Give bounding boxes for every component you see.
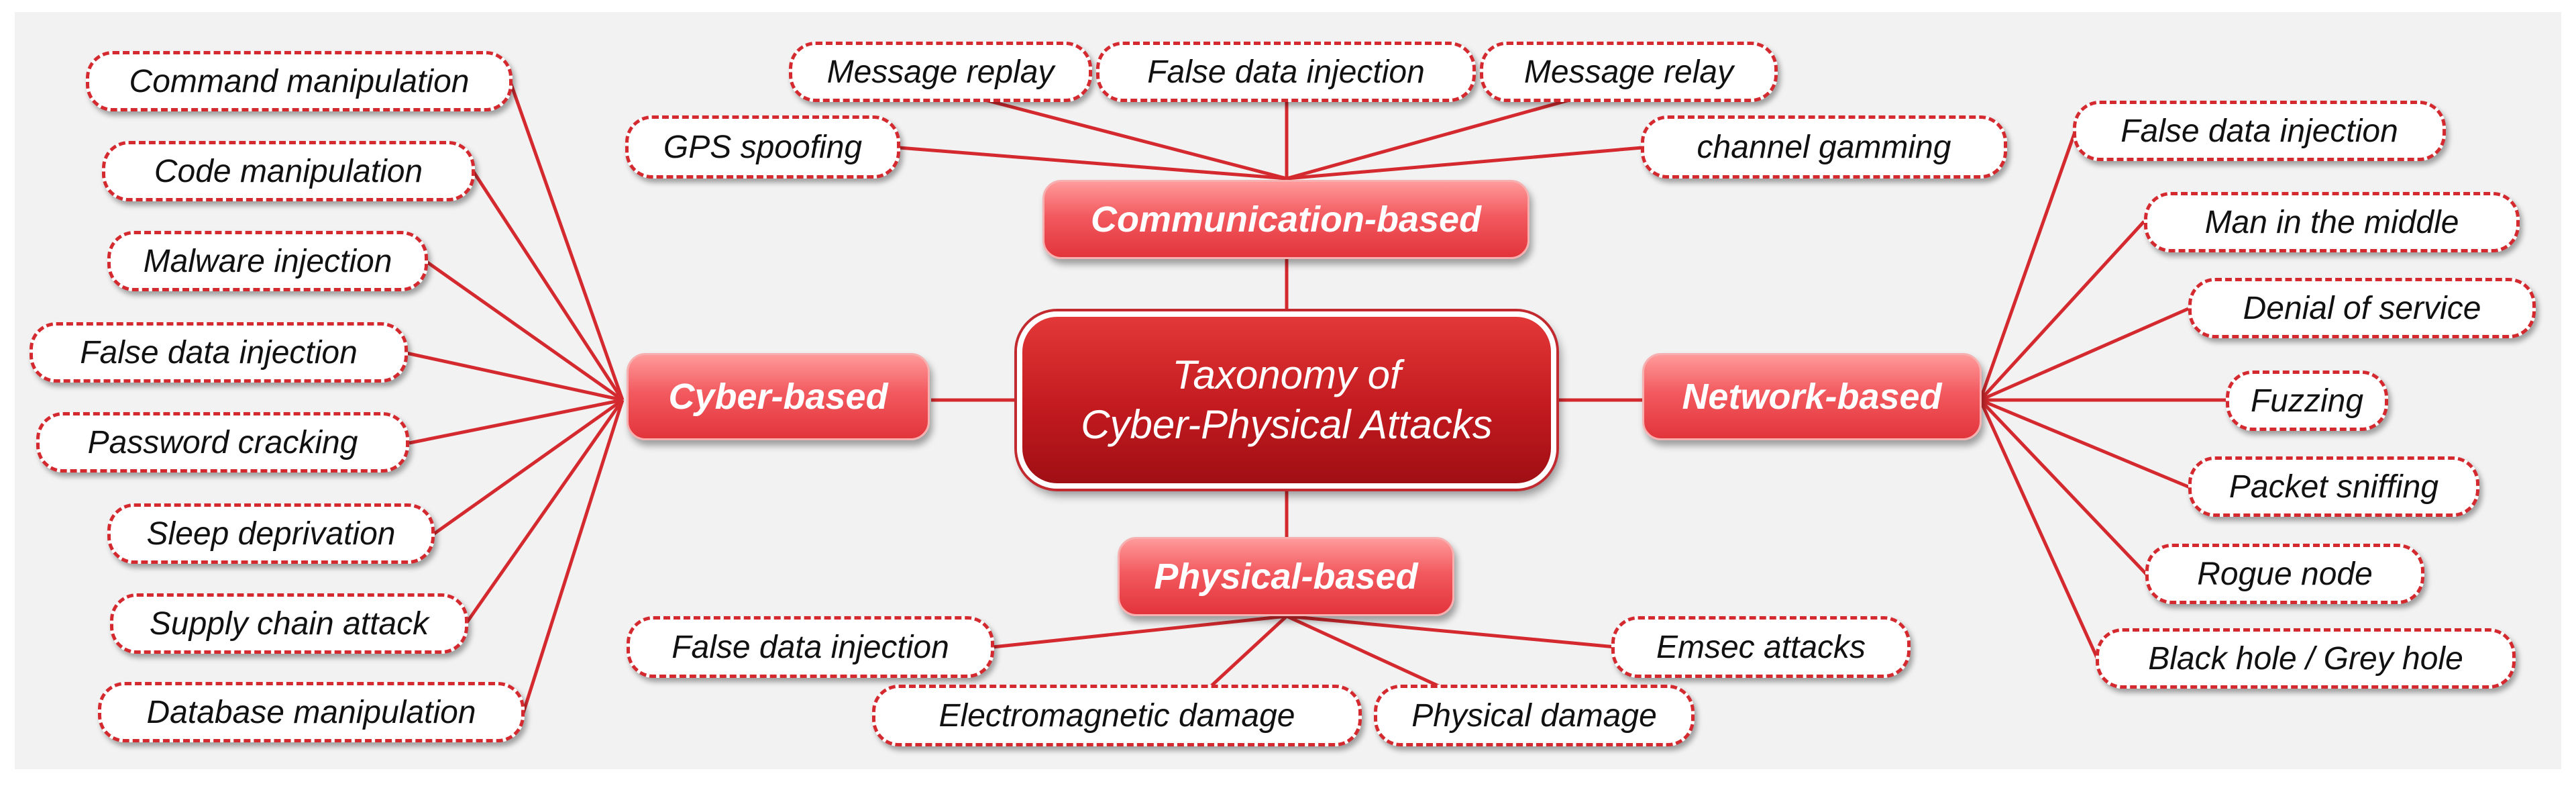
category-cyber-based: Cyber-based bbox=[627, 353, 930, 440]
link-cyber-supply bbox=[464, 399, 625, 626]
link-net-blackhole bbox=[1978, 399, 2099, 659]
link-cyber-database bbox=[521, 399, 625, 713]
leaf-comm-false-data-injection: False data injection bbox=[1096, 42, 1476, 102]
leaf-code-manipulation: Code manipulation bbox=[102, 141, 475, 201]
leaf-message-replay: Message replay bbox=[789, 42, 1092, 102]
category-network-based: Network-based bbox=[1642, 353, 1982, 440]
link-net-false-data bbox=[1978, 130, 2078, 401]
link-phys-emsec bbox=[1286, 614, 1616, 649]
leaf-physical-damage: Physical damage bbox=[1374, 685, 1695, 746]
leaf-packet-sniffing: Packet sniffing bbox=[2188, 456, 2479, 517]
link-net-sniffing bbox=[1980, 398, 2190, 489]
leaf-rogue-node: Rogue node bbox=[2145, 544, 2424, 604]
leaf-gps-spoofing: GPS spoofing bbox=[625, 115, 900, 179]
link-phys-false-data bbox=[992, 614, 1287, 649]
center-taxonomy-node: Taxonomy of Cyber-Physical Attacks bbox=[1017, 311, 1556, 489]
leaf-malware-injection: Malware injection bbox=[107, 231, 428, 291]
leaf-phys-false-data-injection: False data injection bbox=[627, 616, 994, 678]
leaf-command-manipulation: Command manipulation bbox=[86, 51, 513, 111]
link-comm-gps bbox=[898, 146, 1287, 181]
leaf-supply-chain-attack: Supply chain attack bbox=[110, 593, 468, 654]
leaf-sleep-deprivation: Sleep deprivation bbox=[107, 503, 435, 564]
leaf-password-cracking: Password cracking bbox=[36, 412, 409, 473]
link-comm-message-relay bbox=[1286, 92, 1592, 181]
leaf-black-hole-grey-hole: Black hole / Grey hole bbox=[2096, 628, 2516, 689]
category-communication-based: Communication-based bbox=[1042, 180, 1529, 259]
link-cyber-command bbox=[508, 80, 625, 401]
link-cyber-false-data bbox=[406, 351, 623, 402]
leaf-man-in-the-middle: Man in the middle bbox=[2144, 192, 2520, 252]
leaf-denial-of-service: Denial of service bbox=[2188, 278, 2536, 338]
link-cyber-sleep bbox=[432, 398, 624, 536]
link-comm-message-replay bbox=[961, 92, 1287, 181]
leaf-fuzzing: Fuzzing bbox=[2226, 371, 2388, 431]
leaf-electromagnetic-damage: Electromagnetic damage bbox=[872, 685, 1362, 746]
category-physical-based: Physical-based bbox=[1118, 537, 1454, 616]
link-net-rogue bbox=[1979, 399, 2148, 576]
link-cyber-password bbox=[409, 398, 623, 445]
leaf-net-false-data-injection: False data injection bbox=[2073, 101, 2446, 161]
link-net-dos bbox=[1979, 307, 2190, 402]
link-cyber-code bbox=[472, 170, 625, 401]
leaf-message-relay: Message relay bbox=[1480, 42, 1778, 102]
leaf-channel-gamming: channel gamming bbox=[1641, 115, 2007, 179]
center-title-line1: Taxonomy of bbox=[1172, 352, 1401, 397]
leaf-cyber-false-data-injection: False data injection bbox=[30, 322, 408, 383]
center-title-line2: Cyber-Physical Attacks bbox=[1081, 402, 1493, 447]
link-net-mitm bbox=[1979, 220, 2145, 401]
leaf-emsec-attacks: Emsec attacks bbox=[1611, 616, 1911, 678]
link-comm-channel bbox=[1286, 146, 1643, 181]
leaf-database-manipulation: Database manipulation bbox=[98, 682, 525, 742]
link-cyber-malware bbox=[425, 260, 624, 402]
